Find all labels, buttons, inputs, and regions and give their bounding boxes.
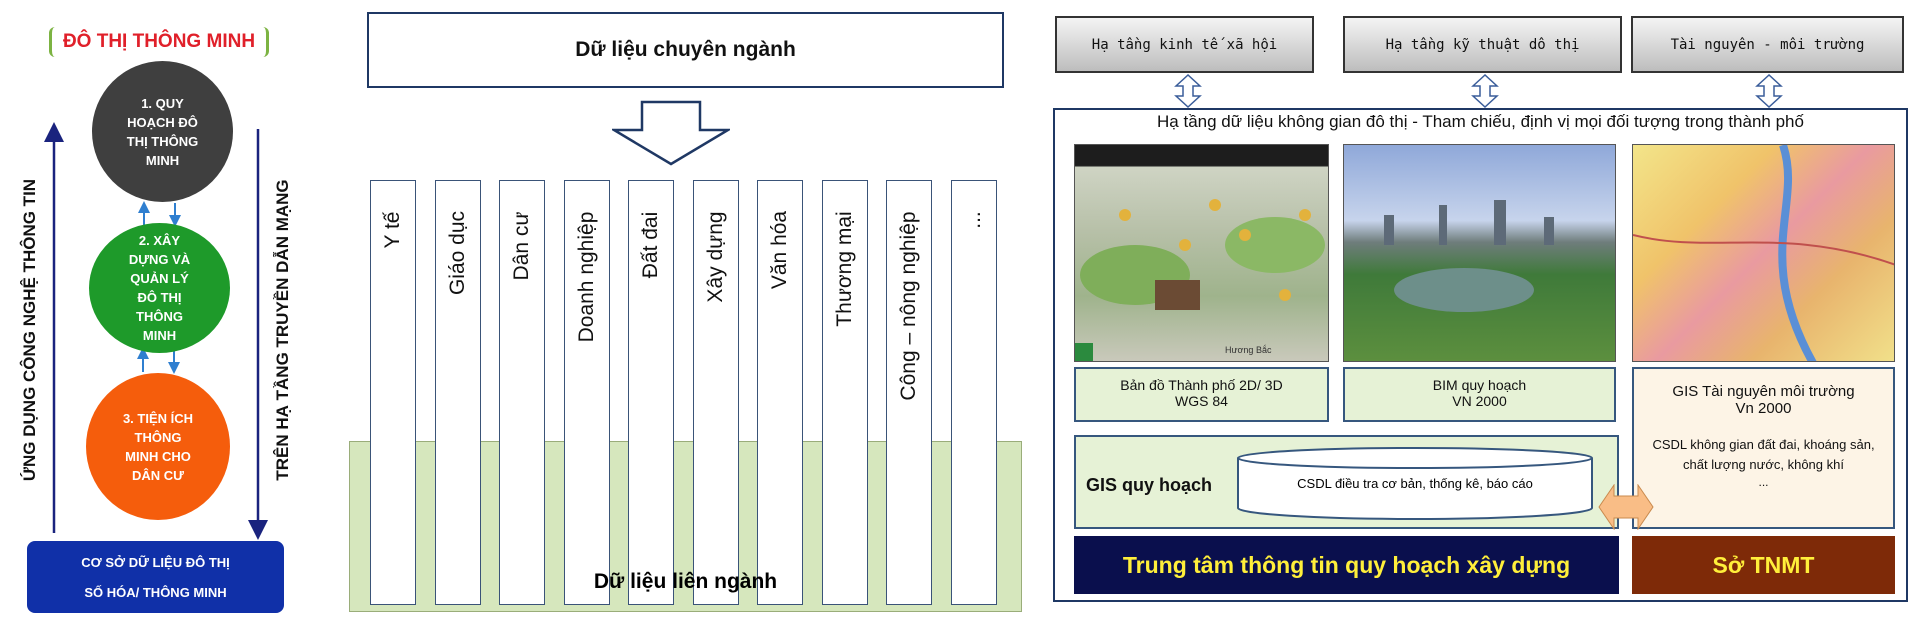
it-application-label: ỨNG DỤNG CÔNG NGHỆ THÔNG TIN <box>20 178 39 482</box>
double-arrows <box>1174 74 1783 109</box>
exchange-arrow-icon <box>1598 484 1654 530</box>
sector-label: Dân cư <box>510 211 533 280</box>
box2-line2: VN 2000 <box>1452 393 1507 409</box>
box2-line1: BIM quy hoạch <box>1432 377 1527 393</box>
box3-line4: ... <box>1758 475 1769 489</box>
box3-line1: GIS Tài nguyên môi trường <box>1672 383 1855 400</box>
circle-smart-utilities: 3. TIỆN ÍCH THÔNG MINH CHO DÂN CƯ <box>86 373 230 520</box>
dept-tnmt-box: Sở TNMT <box>1632 536 1895 594</box>
sector-column: Thương mại <box>821 180 868 605</box>
gis-resource-map-image <box>1632 144 1895 362</box>
resources-env-box: Tài nguyên - môi trường <box>1631 16 1904 73</box>
double-arrow-icon <box>1174 74 1202 109</box>
sector-column: Y tế <box>370 180 416 605</box>
sector-label: Y tế <box>381 211 404 248</box>
cylinder-label: CSDL điều tra cơ bản, thống kê, báo cáo <box>1297 476 1533 491</box>
network-infra-label: TRÊN HẠ TẦNG TRUYỀN DẪN MẠNG <box>273 179 292 481</box>
sector-column: Công – nông nghiệp <box>886 180 932 605</box>
double-arrow-icon <box>1471 74 1499 109</box>
bim-planning-box: BIM quy hoạch VN 2000 <box>1343 367 1616 422</box>
down-block-arrow-icon <box>612 100 730 166</box>
city-skyline-image <box>1343 144 1616 362</box>
db-line2: SỐ HÓA/ THÔNG MINH <box>84 584 227 600</box>
specialized-data-box: Dữ liệu chuyên ngành <box>367 12 1004 88</box>
db-line1: CƠ SỞ DỮ LIỆU ĐÔ THỊ <box>81 554 230 570</box>
spatial-data-subtitle: Hạ tầng dữ liệu không gian đô thị - Tham… <box>1157 112 1804 131</box>
sector-label: Doanh nghiệp <box>574 211 598 342</box>
sector-label: Đất đai <box>639 211 662 278</box>
smart-city-title: ĐÔ THỊ THÔNG MINH <box>49 27 269 57</box>
city-map-2d3d-box: Bản đồ Thành phố 2D/ 3D WGS 84 <box>1074 367 1329 422</box>
box3-line3: CSDL không gian đất đai, khoáng sản, chấ… <box>1652 437 1875 472</box>
planning-info-center-box: Trung tâm thông tin quy hoạch xây dựng <box>1074 536 1619 594</box>
sector-column: Xây dựng <box>692 180 739 605</box>
sector-column: Văn hóa <box>757 180 803 605</box>
map-place-label: Hương Bắc <box>1225 345 1272 355</box>
sector-column: Đất đai <box>628 180 674 605</box>
box1-line2: WGS 84 <box>1175 393 1228 409</box>
sector-label: Giáo dục <box>445 210 469 296</box>
box1-line1: Bản đồ Thành phố 2D/ 3D <box>1120 377 1283 393</box>
sector-column: Doanh nghiệp <box>563 180 610 605</box>
circle-smart-planning: 1. QUY HOẠCH ĐÔ THỊ THÔNG MINH <box>92 61 233 202</box>
urban-technical-box: Hạ tầng kỹ thuật dô thị <box>1343 16 1622 73</box>
sector-label: ... <box>961 211 985 229</box>
circle-build-manage: 2. XÂY DỰNG VÀ QUẢN LÝ ĐÔ THỊ THÔNG MINH <box>89 223 230 353</box>
double-arrow-icon <box>1755 74 1783 109</box>
sector-column: Dân cư <box>499 180 545 605</box>
sector-column: Giáo dục <box>434 180 481 605</box>
box3-line2: Vn 2000 <box>1735 400 1792 417</box>
spatial-data-panel <box>1053 108 1908 602</box>
gis-planning-label: GIS quy hoạch <box>1086 475 1213 495</box>
sector-label: Công – nông nghiệp <box>897 210 920 401</box>
sector-label: Thương mại <box>832 210 856 327</box>
city-3d-map-image: Hương Bắc <box>1074 144 1329 362</box>
socio-economic-box: Hạ tầng kinh tế xã hội <box>1055 16 1314 73</box>
gis-resource-box: GIS Tài nguyên môi trường Vn 2000 CSDL k… <box>1632 367 1895 529</box>
cross-sector-label: Dữ liệu liên ngành <box>593 570 778 593</box>
sector-column: ... <box>950 180 997 605</box>
urban-database-box: CƠ SỞ DỮ LIỆU ĐÔ THỊ SỐ HÓA/ THÔNG MINH <box>27 541 284 613</box>
left-arrows <box>44 122 268 540</box>
sector-label: Xây dựng <box>703 210 727 303</box>
sector-label: Văn hóa <box>768 210 791 290</box>
database-cylinder-icon <box>1237 447 1593 520</box>
